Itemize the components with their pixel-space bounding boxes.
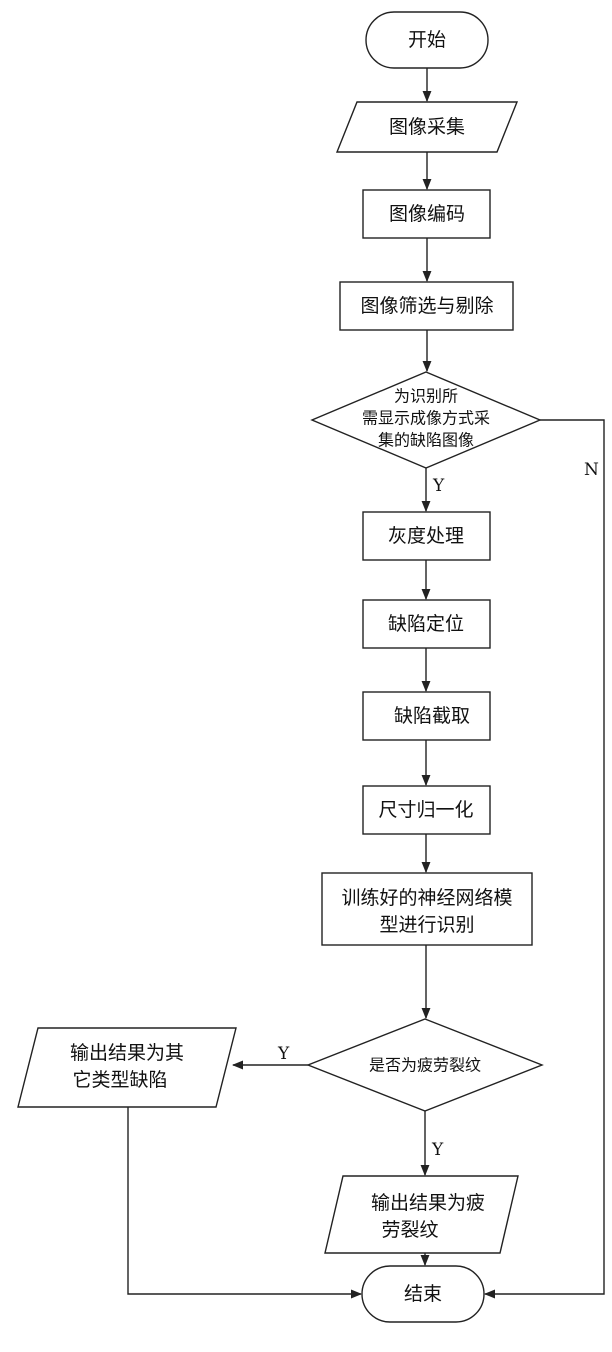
decision2-down-yes-label: Y [431,1140,444,1160]
end-label: 结束 [404,1283,442,1305]
normalize-label: 尺寸归一化 [378,799,473,821]
decision1-label-line1: 为识别所 [394,387,458,406]
filter-label: 图像筛选与剔除 [360,295,493,317]
decision1-label-line2: 需显示成像方式采 [362,409,490,428]
decision1-no-label: N [584,460,599,480]
start-label: 开始 [408,29,446,51]
decision1-yes-label: Y [432,476,445,496]
decision2-label: 是否为疲劳裂纹 [369,1056,481,1075]
recognize-label-line2: 型进行识别 [379,914,474,936]
decision2-left-yes-label: Y [277,1044,290,1064]
output-fatigue-label-line2: 劳裂纹 [381,1219,438,1241]
output-other-io-shape [18,1028,236,1107]
locate-label: 缺陷定位 [388,613,464,635]
crop-label: 缺陷截取 [394,705,470,727]
output-fatigue-label-line1: 输出结果为疲 [371,1192,485,1214]
output-other-label-line1: 输出结果为其 [70,1042,184,1064]
arrow-decision1-no-end [485,420,604,1294]
arrow-output-other-end [128,1107,361,1294]
decision1-label-line3: 集的缺陷图像 [378,431,474,450]
output-other-label-line2: 它类型缺陷 [72,1069,167,1091]
encode-label: 图像编码 [389,203,465,225]
output-fatigue-io-shape [325,1176,518,1253]
recognize-label-line1: 训练好的神经网络模 [341,887,512,909]
gray-label: 灰度处理 [388,525,464,547]
capture-label: 图像采集 [389,116,465,138]
